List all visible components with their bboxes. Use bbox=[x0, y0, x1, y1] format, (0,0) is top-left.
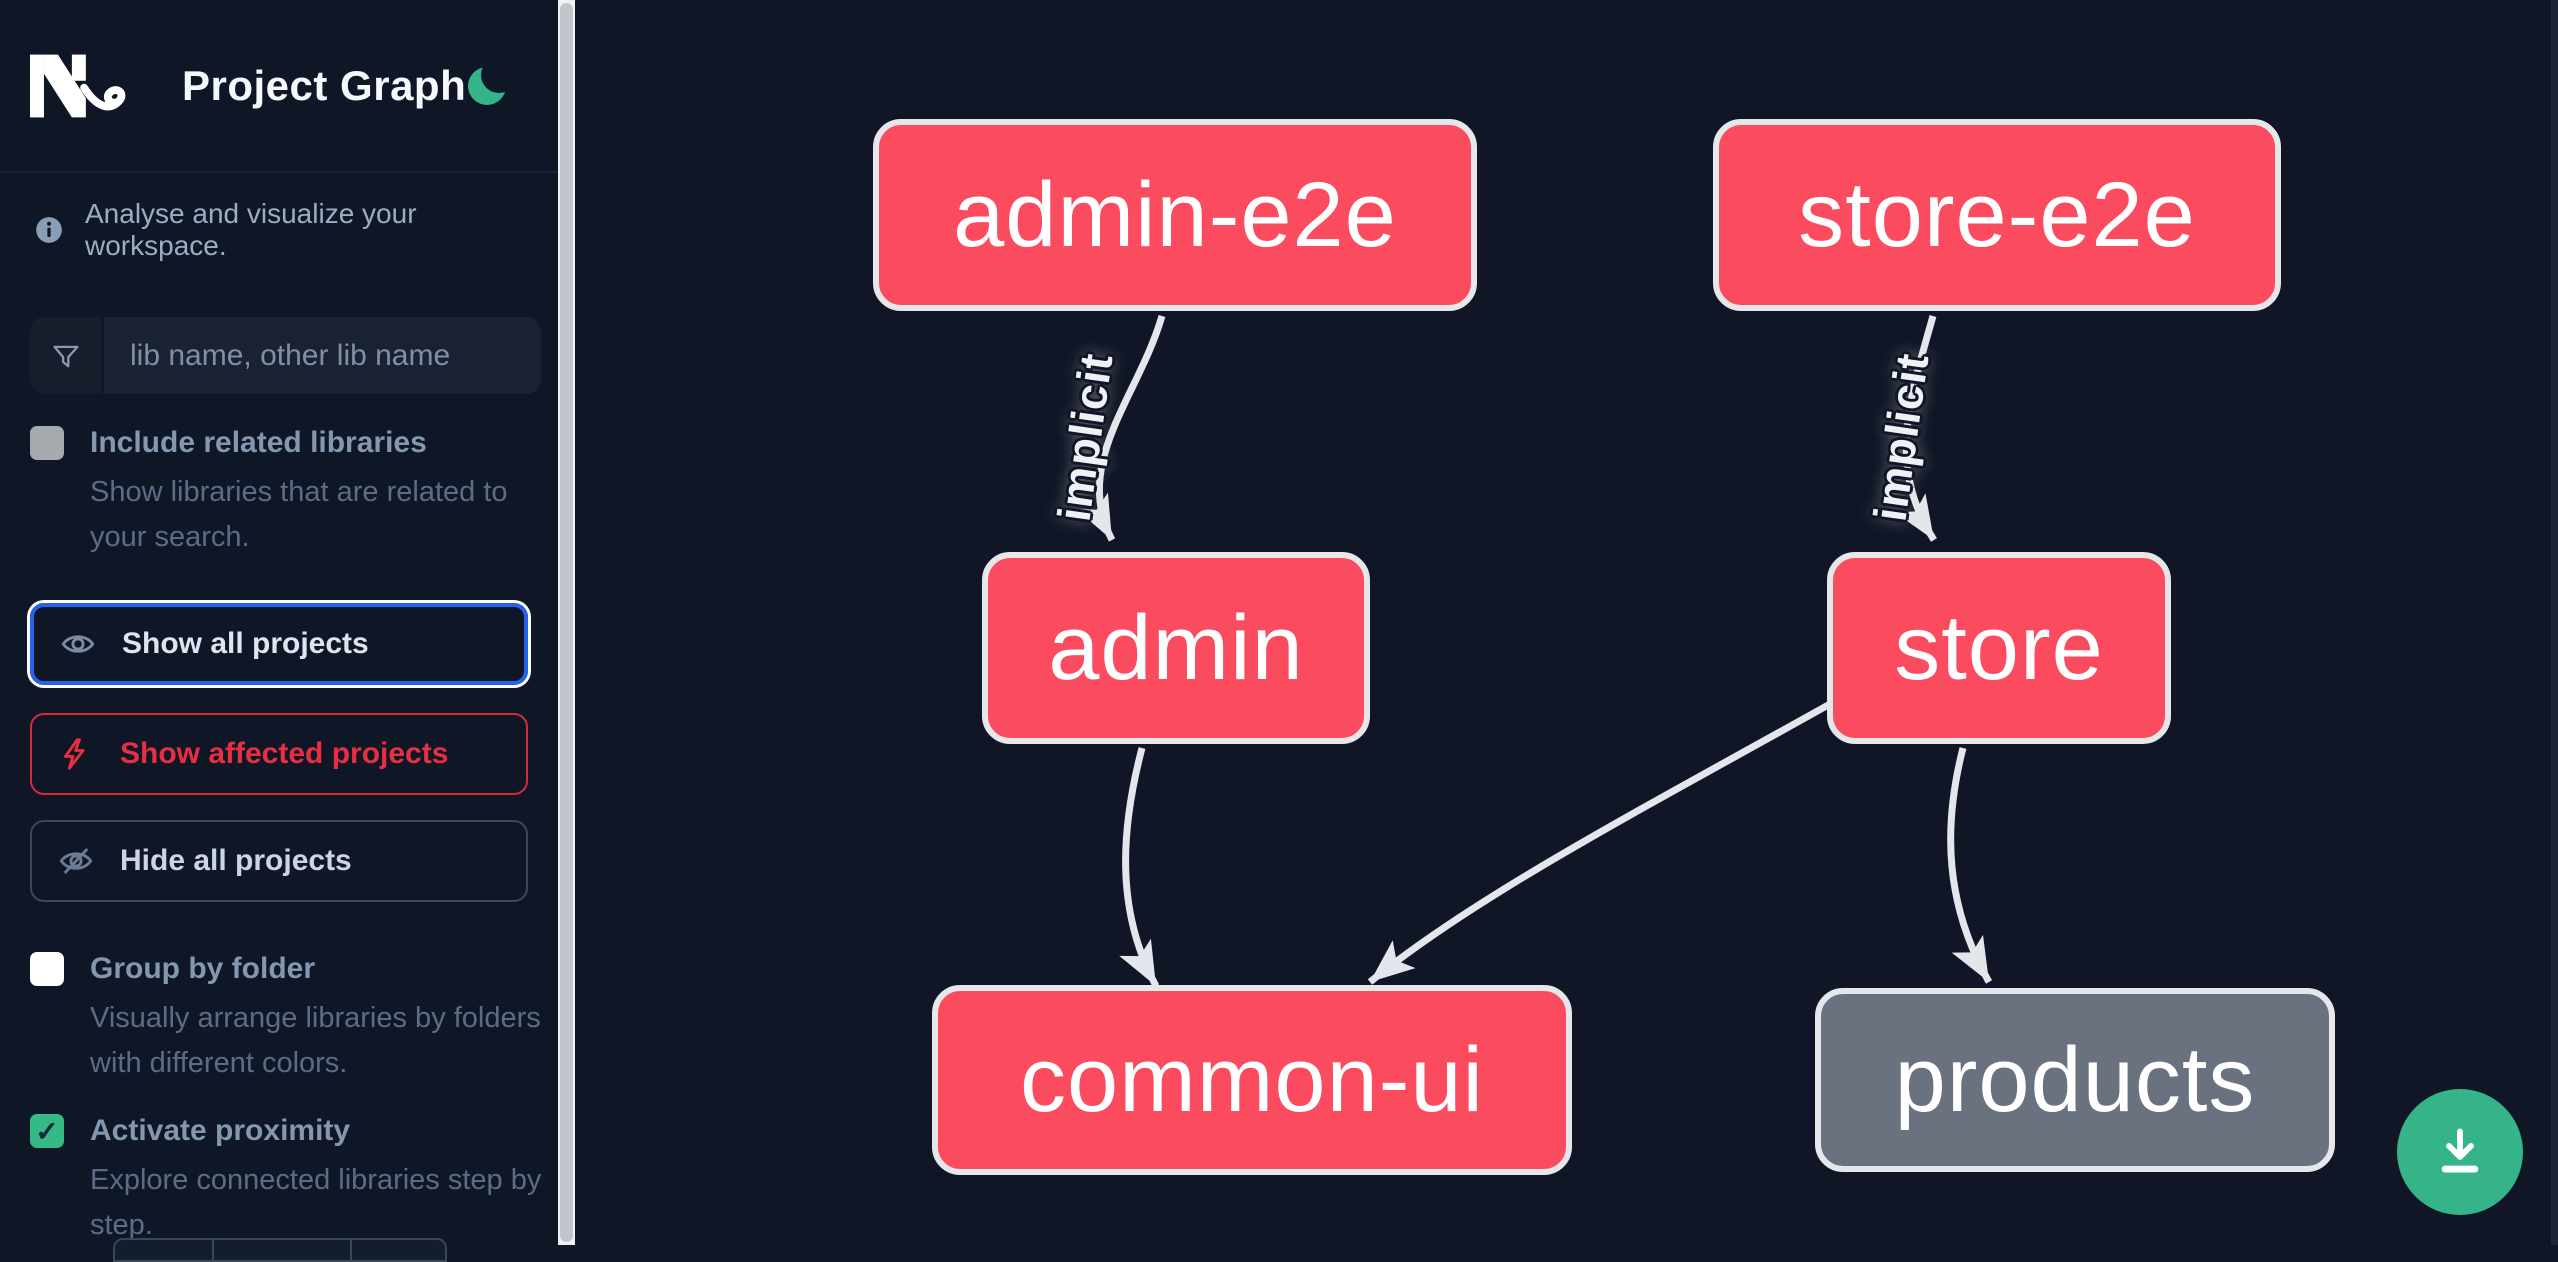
show-all-projects-button[interactable]: Show all projects bbox=[30, 603, 528, 685]
toggle-description: Explore connected libraries step by step… bbox=[90, 1164, 542, 1241]
eye-icon bbox=[61, 635, 95, 653]
search-box bbox=[30, 317, 541, 394]
bolt-icon bbox=[64, 738, 85, 770]
button-label: Show affected projects bbox=[120, 737, 449, 770]
proximity-depth-control[interactable] bbox=[113, 1238, 447, 1262]
project-node-common-ui[interactable]: common-ui bbox=[932, 985, 1572, 1175]
toggle-label: Activate proximity bbox=[90, 1114, 351, 1147]
checkbox-activate-proximity[interactable]: ✓ bbox=[30, 1114, 64, 1148]
filter-funnel-icon bbox=[30, 317, 104, 394]
edge-store-common-ui bbox=[1367, 700, 1832, 985]
download-icon bbox=[2441, 1128, 2479, 1173]
toggle-include-related: Include related libraries Show libraries… bbox=[30, 424, 542, 560]
checkbox-include-related[interactable] bbox=[30, 426, 64, 460]
edge-store-products bbox=[1947, 747, 1993, 984]
check-icon: ✓ bbox=[35, 1115, 59, 1147]
project-node-store[interactable]: store bbox=[1827, 552, 2171, 744]
sidebar-scrollbar-thumb[interactable] bbox=[560, 3, 573, 1242]
search-input[interactable] bbox=[104, 317, 541, 394]
checkbox-group-by-folder[interactable] bbox=[30, 952, 64, 986]
button-label: Show all projects bbox=[122, 627, 369, 660]
toggle-label: Group by folder bbox=[90, 952, 315, 985]
button-label: Hide all projects bbox=[120, 844, 352, 877]
toggle-description: Visually arrange libraries by folders wi… bbox=[90, 1002, 541, 1079]
info-icon bbox=[36, 217, 62, 243]
download-image-button[interactable] bbox=[2397, 1089, 2523, 1215]
toggle-group-by-folder: Group by folder Visually arrange librari… bbox=[30, 950, 542, 1086]
sidebar-scrollbar-track bbox=[558, 0, 575, 1245]
theme-toggle-moon-icon[interactable] bbox=[468, 56, 517, 105]
nx-logo bbox=[30, 54, 126, 117]
project-node-store-e2e[interactable]: store-e2e bbox=[1713, 119, 2281, 311]
show-affected-projects-button[interactable]: Show affected projects bbox=[30, 713, 528, 795]
edge-label-implicit[interactable]: implicit bbox=[1863, 349, 1939, 525]
graph-canvas[interactable]: implicit implicit admin-e2e store-e2e ad… bbox=[575, 0, 2558, 1245]
eye-off-icon bbox=[59, 848, 93, 874]
toggle-activate-proximity: ✓ Activate proximity Explore connected l… bbox=[30, 1112, 542, 1248]
edge-label-implicit[interactable]: implicit bbox=[1047, 349, 1123, 525]
page-title: Project Graph bbox=[182, 61, 467, 109]
tagline-row: Analyse and visualize your workspace. bbox=[35, 198, 558, 262]
project-node-products[interactable]: products bbox=[1815, 988, 2335, 1172]
tagline-text: Analyse and visualize your workspace. bbox=[85, 198, 417, 261]
sidebar: Project Graph Analyse and visualize your… bbox=[0, 0, 558, 1262]
page-scrollbar-track bbox=[2551, 0, 2558, 1245]
toggle-description: Show libraries that are related to your … bbox=[90, 476, 508, 553]
edge-admin-common-ui bbox=[1119, 747, 1160, 988]
sidebar-header: Project Graph bbox=[0, 0, 558, 173]
toggle-label: Include related libraries bbox=[90, 426, 427, 459]
project-node-admin[interactable]: admin bbox=[982, 552, 1370, 744]
hide-all-projects-button[interactable]: Hide all projects bbox=[30, 820, 528, 902]
project-node-admin-e2e[interactable]: admin-e2e bbox=[873, 119, 1477, 311]
